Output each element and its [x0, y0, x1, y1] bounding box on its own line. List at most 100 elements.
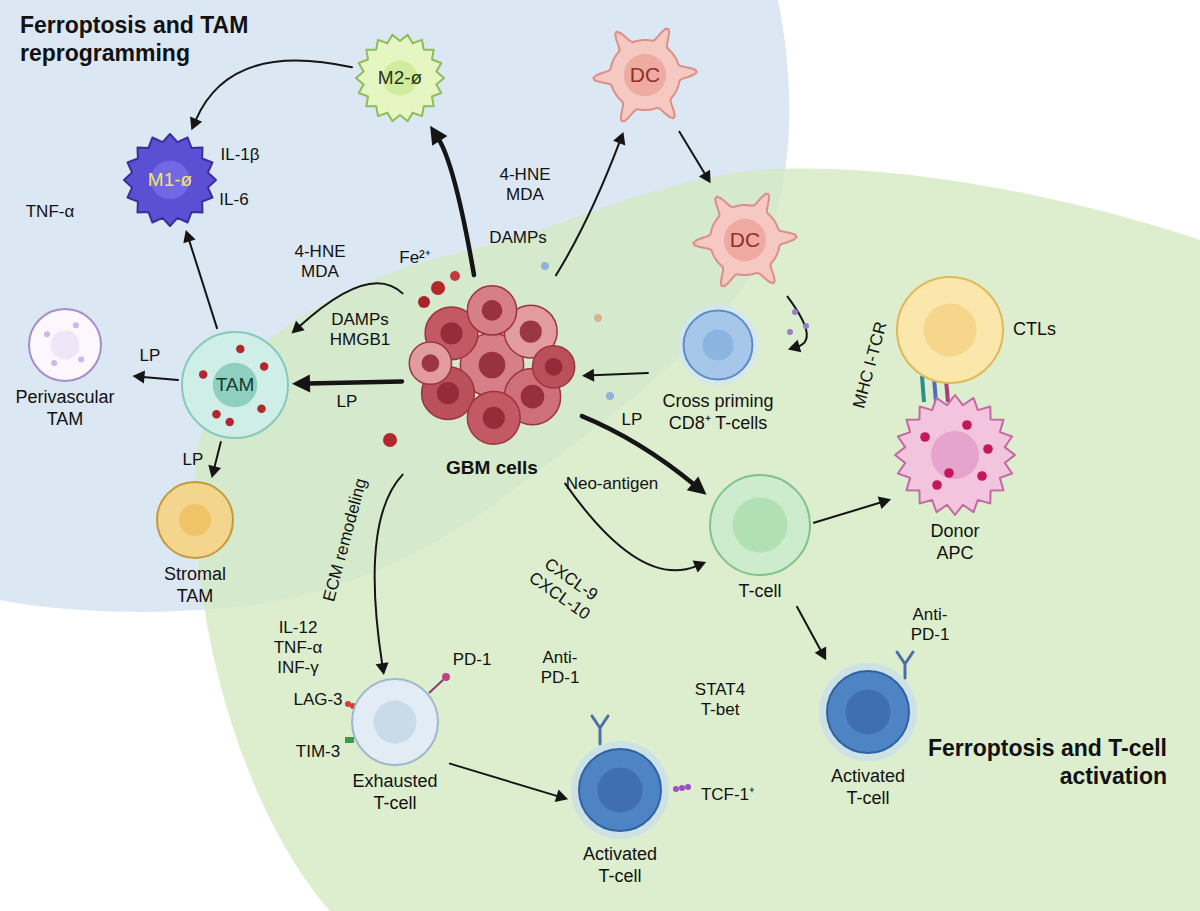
arrow-line	[375, 475, 403, 665]
macrophage-cell: M2-ø	[354, 32, 446, 124]
edge-label: 4-HNE MDA	[496, 165, 554, 205]
tumor-nucleus	[483, 407, 505, 429]
cell-label: CTLs	[1013, 319, 1056, 341]
cell-label: Activated T-cell	[575, 844, 665, 887]
tcf1-receptor	[685, 784, 691, 790]
cell-shape	[404, 277, 580, 453]
edge-label: LP	[183, 450, 204, 470]
tumor-nucleus	[422, 354, 440, 372]
t-cell: CTLs	[895, 275, 1061, 385]
arrow-connector	[133, 371, 179, 384]
damp-particle	[606, 392, 614, 400]
tumor-cluster: GBM cells	[404, 277, 580, 482]
cell-nucleus	[845, 689, 890, 734]
cell-membrane	[579, 749, 661, 831]
annotation-label: Anti-PD-1	[538, 648, 583, 688]
cell-granule	[51, 360, 57, 366]
arrow-line	[788, 297, 807, 347]
cell-label: Donor APC	[925, 521, 985, 564]
lag3-receptor	[345, 701, 351, 707]
cell-granule	[983, 444, 993, 454]
cell-label: T-cell	[738, 581, 781, 603]
tumor-cell	[467, 391, 520, 444]
cell-membrane	[897, 277, 1003, 383]
cell-granule	[920, 432, 930, 442]
cell-label: Exhausted T-cell	[345, 771, 445, 814]
cell-glow	[571, 741, 669, 839]
dendritic-cell: DC	[590, 20, 700, 130]
arrow-line	[450, 764, 558, 797]
cell-granule	[932, 480, 942, 490]
tumor-cell	[532, 346, 574, 388]
cell-membrane	[827, 671, 909, 753]
cell-shape	[155, 480, 235, 560]
cell-nucleus	[931, 431, 979, 479]
cell-shape	[570, 740, 670, 840]
arrow-connector	[679, 132, 710, 184]
edge-label: LP	[140, 346, 161, 366]
arrowhead	[133, 371, 146, 384]
arrowhead	[613, 132, 625, 146]
mhc-tcr-bond	[946, 380, 948, 402]
damp-particle	[541, 262, 549, 270]
cell-label: M1-ø	[148, 169, 192, 192]
arrow-connector	[183, 230, 217, 328]
antigen-dot	[787, 329, 793, 335]
cell-granule	[212, 410, 220, 418]
annotation-label: TNF-α	[26, 202, 75, 222]
cell-granule	[236, 345, 244, 353]
damp-particle	[594, 314, 602, 322]
region-heading: Ferroptosis and T-cell activation	[922, 735, 1167, 790]
arrow-connector	[292, 374, 402, 392]
arrowhead	[815, 647, 826, 661]
arrowhead	[582, 369, 594, 382]
cell-nucleus	[733, 498, 788, 553]
arrowhead	[878, 497, 891, 509]
arrow-line	[195, 60, 352, 120]
arrow-connector	[450, 764, 568, 803]
arrow-connector	[556, 132, 625, 275]
arrowhead	[555, 790, 568, 803]
arrow-line	[438, 139, 474, 275]
macrophage-cell: M1-ø	[122, 132, 218, 228]
annotation-label: DAMPs	[489, 228, 547, 248]
mhc-tcr-bond	[922, 376, 924, 402]
cell-granule	[977, 471, 987, 481]
annotation-label: PD-1	[453, 650, 492, 670]
tumor-nucleus	[520, 320, 542, 342]
annotation-label: Fe²⁺	[399, 248, 431, 268]
annotation-label: STAT4 T-bet	[690, 680, 750, 720]
cell-label: TAM	[216, 374, 255, 397]
arrow-connector	[582, 369, 648, 382]
cell-granule	[260, 362, 268, 370]
pd1-receptor	[442, 673, 450, 681]
cell-granule	[962, 420, 972, 430]
arrowhead	[292, 321, 305, 334]
tumor-cell	[467, 286, 516, 335]
annotation-label: LAG-3	[293, 690, 342, 710]
edge-label: DAMPs HMGB1	[327, 310, 393, 350]
arrow-line	[797, 607, 821, 652]
arrowhead	[208, 465, 221, 478]
arrowhead	[430, 126, 447, 146]
arrowhead	[292, 374, 310, 392]
arrowhead	[788, 340, 801, 353]
cell-membrane	[29, 309, 101, 381]
cell-glow	[677, 304, 759, 386]
tim3-receptor	[345, 737, 354, 743]
antigen-dot	[792, 309, 798, 315]
iron-particle	[431, 281, 445, 295]
tcf1-receptor	[673, 786, 679, 792]
t-cell: Activated T-cell	[570, 740, 670, 890]
annotation-label: Anti-PD-1	[908, 605, 953, 645]
edge-label: LP	[622, 410, 643, 430]
cell-label: Activated T-cell	[823, 766, 913, 809]
arrowhead	[687, 476, 707, 494]
cell-membrane	[693, 194, 796, 287]
cell-granule	[257, 405, 265, 413]
cell-shape	[27, 307, 103, 383]
cell-label: DC	[730, 227, 760, 252]
tumor-cell	[409, 342, 451, 384]
iron-particle	[383, 433, 397, 447]
cell-nucleus	[624, 54, 666, 96]
